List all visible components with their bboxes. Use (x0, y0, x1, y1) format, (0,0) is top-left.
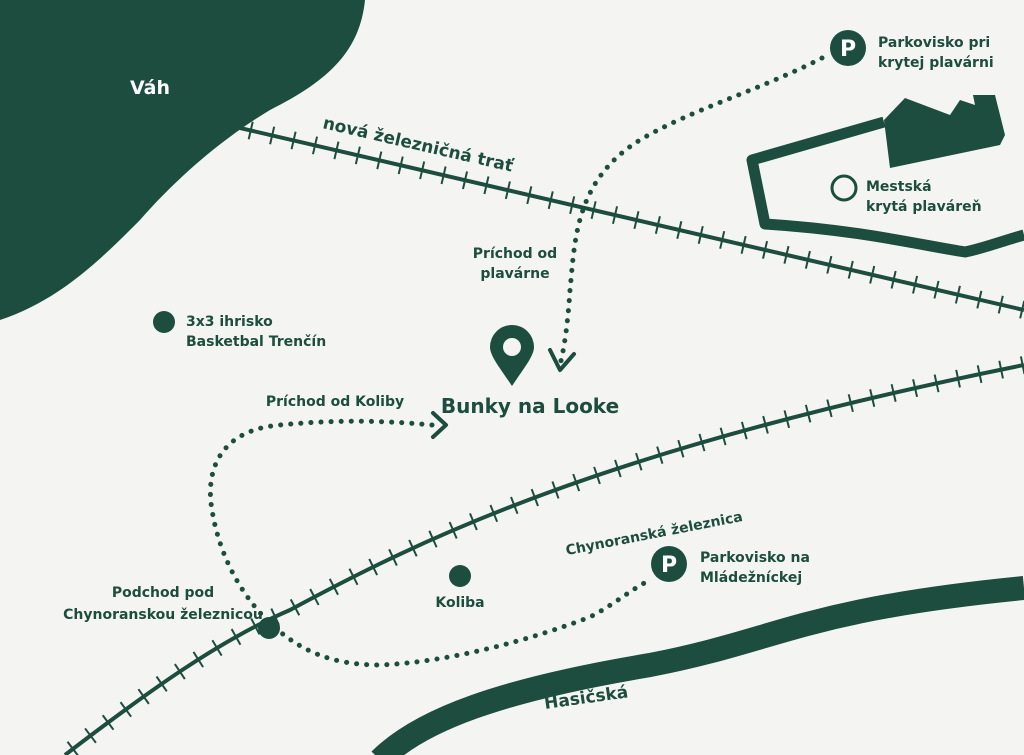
label-river: Váh (130, 77, 170, 99)
parking-icon: P (651, 546, 687, 582)
location-pin-icon (490, 325, 534, 386)
parking-icon: P (830, 30, 866, 66)
poi-dot-icon (153, 311, 175, 333)
arrow-head-icon (431, 411, 448, 439)
poi-dot-icon (258, 617, 280, 639)
railway-chynorany (63, 356, 1024, 755)
open-circle-icon (830, 174, 858, 202)
label-new-railway: nová železničná trať (321, 113, 516, 176)
pool-building (884, 95, 1005, 168)
label-koliba: Koliba (435, 595, 484, 611)
railway-new (239, 121, 1024, 319)
parking-symbol: P (661, 553, 677, 578)
parking-symbol: P (840, 37, 856, 62)
arrow-head-icon (548, 348, 576, 372)
street-hasicska (371, 576, 1024, 755)
label-destination: Bunky na Looke (441, 394, 619, 418)
poi-dot-icon (449, 565, 471, 587)
path-from-koliba (207, 418, 653, 668)
label-entrance-koliba: Príchod od Koliby (266, 394, 404, 410)
pool-area-outline (746, 116, 1024, 258)
river-vah (0, 0, 365, 320)
